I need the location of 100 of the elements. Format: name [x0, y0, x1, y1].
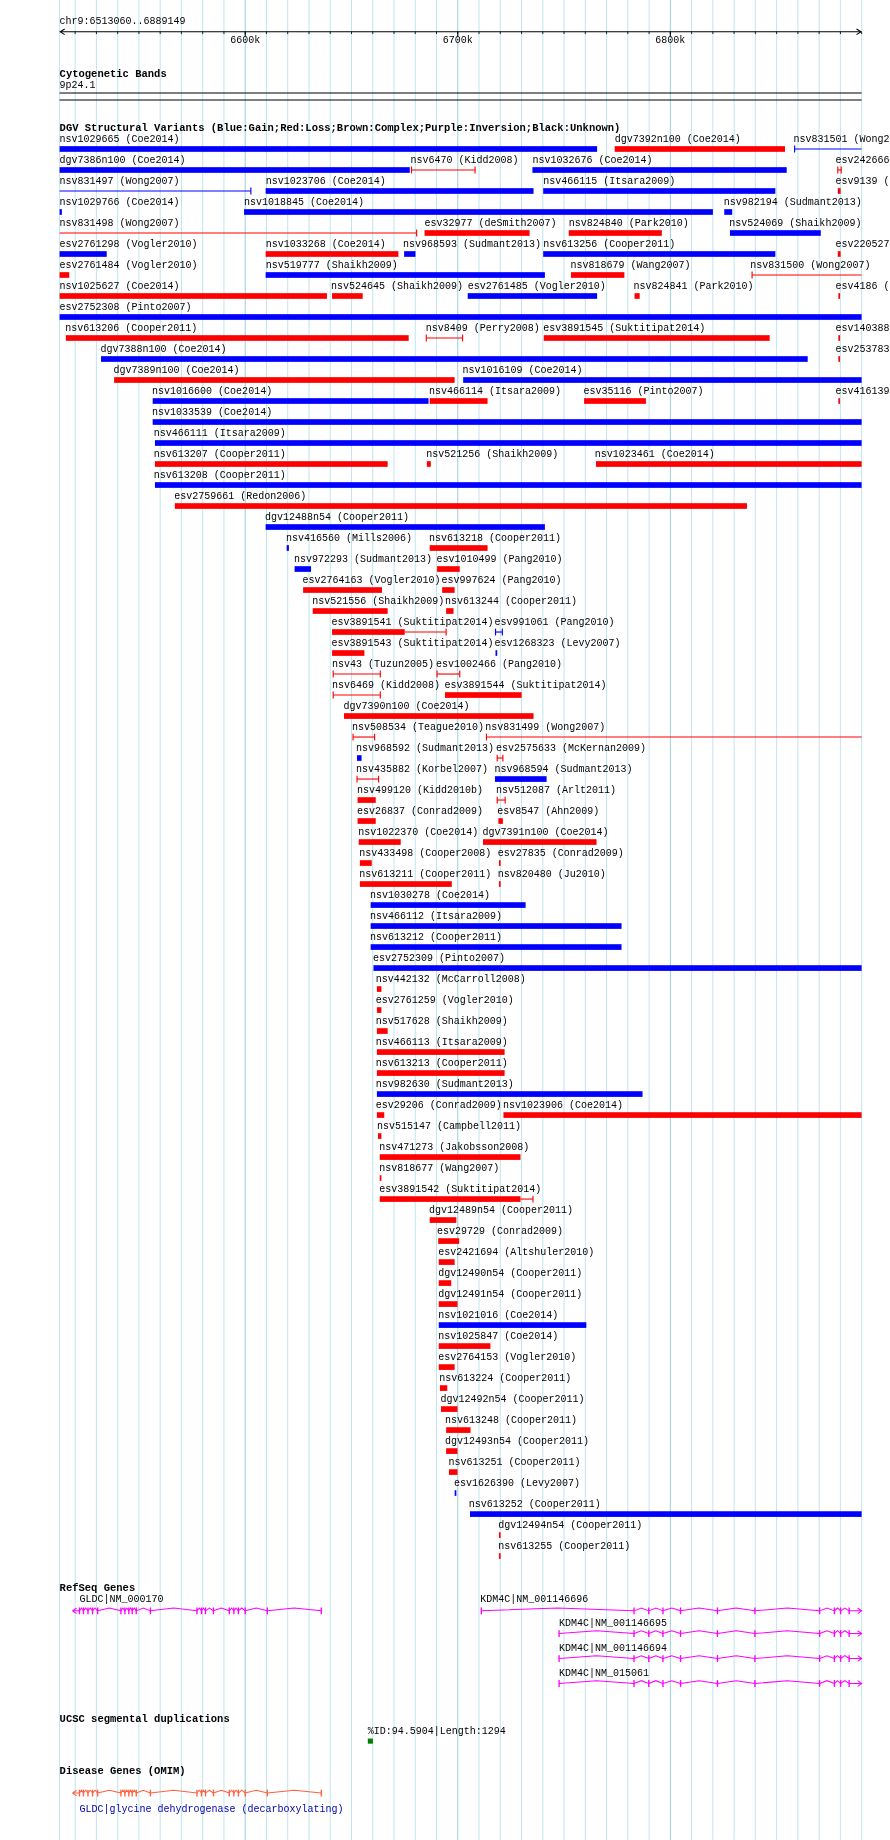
variant-label: nsv466113 (Itsara2009) — [375, 1036, 508, 1049]
duplication-label: %ID:94.5904|Length:1294 — [367, 1725, 506, 1738]
variant-label: dgv12490n54 (Cooper2011) — [438, 1267, 583, 1280]
variant-label: nsv982630 (Sudmant2013) — [375, 1078, 514, 1091]
gene-label: GLDC|NM_000170 — [79, 1593, 164, 1606]
variant-label: esv2575633 (McKernan2009) — [496, 742, 647, 755]
variant-label: nsv508534 (Teague2010) — [351, 721, 484, 734]
variant-label: nsv1029766 (Coe2014) — [59, 196, 180, 209]
variant-label: esv9139 ( — [835, 175, 890, 188]
gene-label: KDM4C|NM_015061 — [559, 1668, 650, 1681]
variant-label: esv2761298 (Vogler2010) — [59, 238, 198, 251]
variant-label: esv2752308 (Pinto2007) — [59, 301, 192, 314]
variant-label: esv253783 — [835, 343, 890, 356]
variant-label: nsv524645 (Shaikh2009) — [330, 280, 463, 293]
variant-label: nsv818679 (Wang2007) — [570, 259, 691, 272]
variant-label: nsv613213 (Cooper2011) — [375, 1057, 508, 1070]
variant-label: esv29206 (Conrad2009) — [375, 1099, 502, 1112]
variant-label: dgv7386n100 (Coe2014) — [59, 154, 186, 167]
variant-label: nsv972293 (Sudmant2013) — [294, 553, 433, 566]
variant-label: esv3891544 (Suktitipat2014) — [444, 679, 607, 692]
tick-label: 6700k — [442, 34, 473, 47]
variant-label: nsv499120 (Kidd2010b) — [357, 784, 484, 797]
variant-label: nsv466112 (Itsara2009) — [370, 910, 503, 923]
variant-label: nsv1023461 (Coe2014) — [594, 448, 715, 461]
variant-label: esv8547 (Ahn2009) — [497, 805, 600, 818]
tick-label: 6600k — [230, 34, 261, 47]
variant-label: nsv1023706 (Coe2014) — [265, 175, 386, 188]
variant-label: nsv1023906 (Coe2014) — [502, 1099, 623, 1112]
variant-label: esv27835 (Conrad2009) — [497, 847, 624, 860]
variant-label: nsv517628 (Shaikh2009) — [375, 1015, 508, 1028]
variant-label: nsv43 (Tuzun2005) — [332, 658, 435, 671]
track-title: Disease Genes (OMIM) — [59, 1765, 186, 1778]
variant-label: esv2761485 (Vogler2010) — [467, 280, 606, 293]
track-title: RefSeq Genes — [59, 1581, 136, 1594]
variant-label: nsv613206 (Cooper2011) — [65, 322, 198, 335]
variant-label: nsv613207 (Cooper2011) — [153, 448, 286, 461]
variant-label: esv416139 — [835, 385, 890, 398]
variant-label: nsv1032676 (Coe2014) — [532, 154, 653, 167]
variant-label: esv3891541 (Suktitipat2014) — [331, 616, 494, 629]
variant-label: nsv1018845 (Coe2014) — [244, 196, 365, 209]
variant-label: nsv818677 (Wang2007) — [379, 1162, 500, 1175]
variant-label: dgv7390n100 (Coe2014) — [343, 700, 470, 713]
variant-label: dgv7392n100 (Coe2014) — [614, 133, 741, 146]
variant-label: nsv1033268 (Coe2014) — [265, 238, 386, 251]
variant-label: esv2759661 (Redon2006) — [174, 490, 307, 503]
variant-label: dgv12492n54 (Cooper2011) — [440, 1393, 585, 1406]
variant-label: nsv1016600 (Coe2014) — [152, 385, 273, 398]
band-label: 9p24.1 — [59, 80, 96, 93]
variant-label: nsv613255 (Cooper2011) — [498, 1540, 631, 1553]
variant-label: nsv613244 (Cooper2011) — [445, 595, 578, 608]
variant-label: nsv613248 (Cooper2011) — [445, 1414, 578, 1427]
variant-label: dgv12491n54 (Cooper2011) — [438, 1288, 583, 1301]
variant-label: dgv12488n54 (Cooper2011) — [265, 511, 410, 524]
variant-label: nsv1021016 (Coe2014) — [438, 1309, 559, 1322]
gene-label: KDM4C|NM_001146695 — [559, 1618, 668, 1631]
variant-label: nsv416560 (Mills2006) — [286, 532, 413, 545]
variant-label: esv2764153 (Vogler2010) — [438, 1351, 577, 1364]
variant-label: nsv466114 (Itsara2009) — [429, 385, 562, 398]
variant-label: nsv512087 (Arlt2011) — [496, 784, 617, 797]
gene-label: KDM4C|NM_001146696 — [480, 1593, 589, 1606]
variant-label: nsv831501 (Wong2 — [793, 133, 890, 146]
variant-label: nsv1016109 (Coe2014) — [462, 364, 583, 377]
track-title: Cytogenetic Bands — [59, 67, 167, 80]
variant-label: nsv6470 (Kidd2008) — [410, 154, 519, 167]
variant-label: nsv968592 (Sudmant2013) — [355, 742, 494, 755]
variant-label: esv1268323 (Levy2007) — [494, 637, 621, 650]
variant-label: esv35116 (Pinto2007) — [583, 385, 704, 398]
variant-label: nsv613251 (Cooper2011) — [448, 1456, 581, 1469]
variant-label: esv2761259 (Vogler2010) — [375, 994, 514, 1007]
variant-label: esv2421694 (Altshuler2010) — [438, 1246, 595, 1259]
variant-label: nsv613211 (Cooper2011) — [359, 868, 492, 881]
variant-label: nsv831498 (Wong2007) — [59, 217, 180, 230]
variant-label: dgv12494n54 (Cooper2011) — [498, 1519, 643, 1532]
variant-label: esv4186 ( — [835, 280, 890, 293]
variant-label: nsv521556 (Shaikh2009) — [312, 595, 445, 608]
variant-label: nsv968593 (Sudmant2013) — [403, 238, 541, 251]
variant-label: nsv1033539 (Coe2014) — [152, 406, 273, 419]
variant-label: nsv466111 (Itsara2009) — [153, 427, 286, 440]
variant-label: dgv12489n54 (Cooper2011) — [429, 1204, 574, 1217]
variant-label: esv1010499 (Pang2010) — [436, 553, 563, 566]
variant-label: nsv613224 (Cooper2011) — [439, 1372, 572, 1385]
variant-label: esv242666 — [835, 154, 890, 167]
variant-label: esv1002466 (Pang2010) — [435, 658, 562, 671]
variant-label: nsv519777 (Shaikh2009) — [265, 259, 398, 272]
variant-label: dgv7388n100 (Coe2014) — [100, 343, 227, 356]
variant-label: dgv12493n54 (Cooper2011) — [445, 1435, 590, 1448]
variant-label: nsv831497 (Wong2007) — [59, 175, 180, 188]
variant-label: nsv1025847 (Coe2014) — [438, 1330, 559, 1343]
variant-label: nsv471273 (Jakobsson2008) — [379, 1141, 530, 1154]
variant-label: esv2761484 (Vogler2010) — [59, 259, 198, 272]
variant-label: esv1626390 (Levy2007) — [454, 1477, 581, 1490]
variant-label: nsv824841 (Park2010) — [633, 280, 754, 293]
variant-label: esv29729 (Conrad2009) — [437, 1225, 564, 1238]
variant-label: nsv435882 (Korbel2007) — [355, 763, 488, 776]
variant-label: esv997624 (Pang2010) — [441, 574, 562, 587]
variant-label: nsv613256 (Cooper2011) — [543, 238, 676, 251]
variant-label: esv3891542 (Suktitipat2014) — [379, 1183, 542, 1196]
variant-label: nsv831499 (Wong2007) — [485, 721, 606, 734]
variant-label: dgv7389n100 (Coe2014) — [113, 364, 240, 377]
variant-label: nsv831500 (Wong2007) — [750, 259, 871, 272]
